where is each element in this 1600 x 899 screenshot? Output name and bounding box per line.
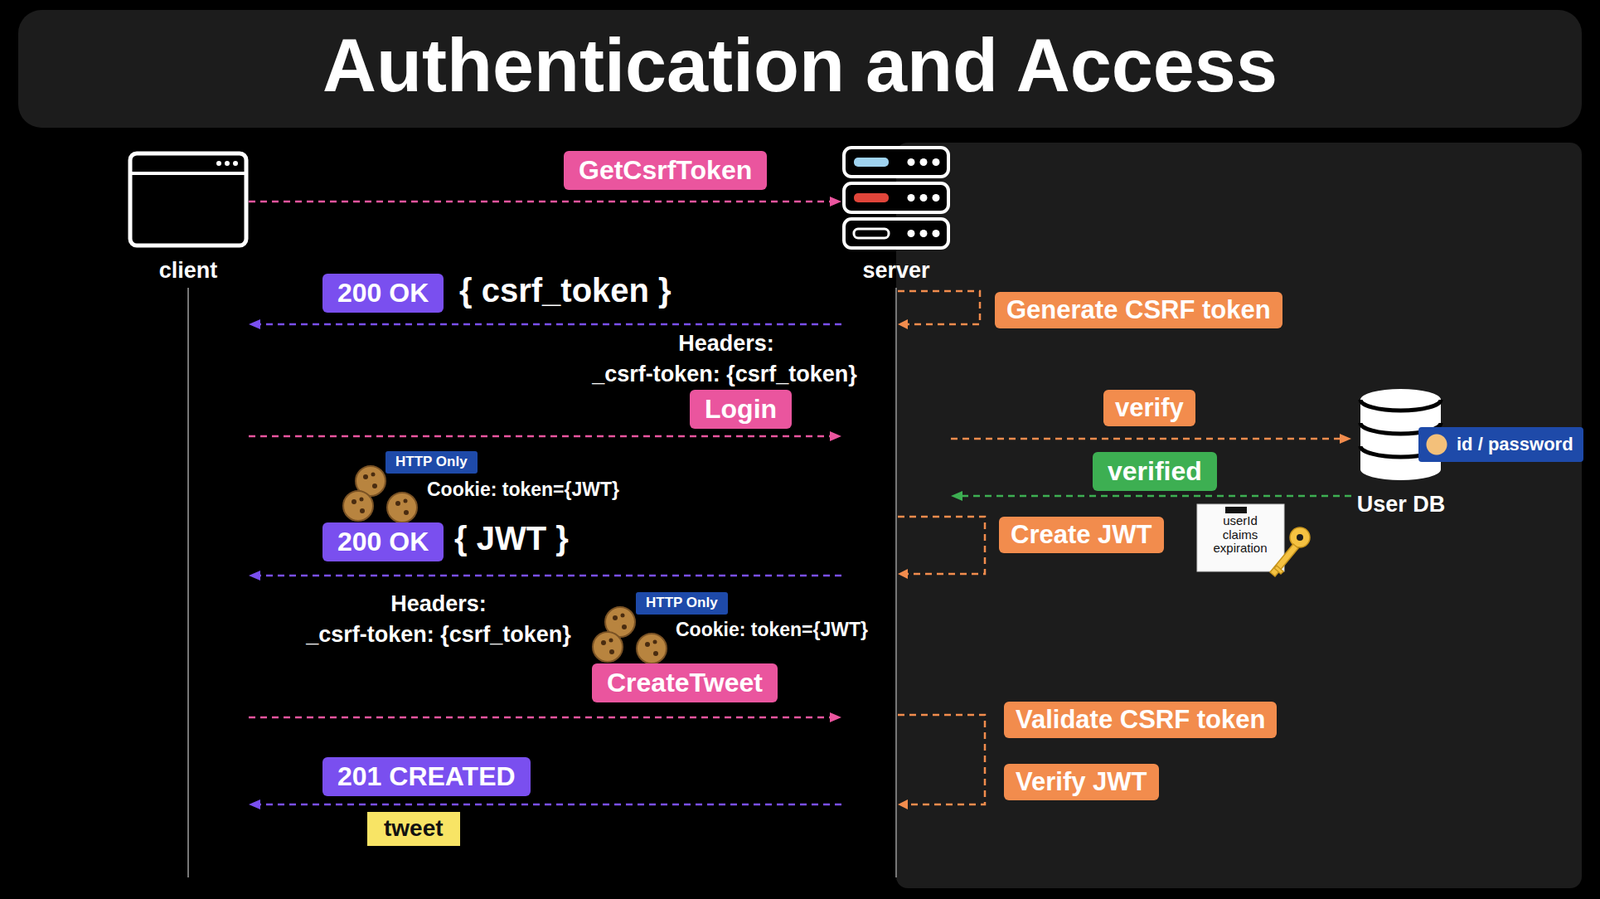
server-panel bbox=[896, 142, 1582, 888]
lifeline bbox=[187, 287, 190, 878]
message-line bbox=[258, 803, 842, 806]
message-arrow bbox=[950, 433, 1352, 444]
server-dot bbox=[920, 193, 928, 202]
arrow-head bbox=[248, 319, 261, 330]
server-node: server bbox=[841, 145, 951, 878]
http-only-badge: HTTP Only bbox=[385, 450, 478, 474]
arrow-head bbox=[248, 570, 261, 581]
arrow-head bbox=[950, 490, 963, 501]
message-line bbox=[248, 435, 832, 438]
server-dot bbox=[932, 229, 941, 238]
message-label: CreateTweet bbox=[591, 663, 778, 703]
http-only-badge: HTTP Only bbox=[635, 591, 728, 615]
message-label: Login bbox=[689, 389, 792, 429]
message-label: GetCsrfToken bbox=[563, 150, 767, 190]
header-text: _csrf-token: {csrf_token} bbox=[305, 622, 572, 648]
node-label: client bbox=[111, 258, 266, 284]
server-step: Validate CSRF token bbox=[1003, 701, 1277, 738]
server-dot bbox=[920, 229, 928, 238]
server-dot bbox=[907, 158, 916, 166]
message-arrow bbox=[248, 712, 842, 723]
node-label: server bbox=[824, 258, 968, 284]
server-dot bbox=[920, 158, 928, 166]
lifeline bbox=[895, 287, 897, 878]
server-bar bbox=[853, 228, 889, 238]
message-label: verified bbox=[1092, 451, 1217, 491]
title-bar bbox=[18, 9, 1582, 128]
server-unit bbox=[843, 147, 949, 177]
server-dot bbox=[932, 193, 941, 202]
message-label: 201 CREATED bbox=[322, 756, 531, 796]
server-step: Verify JWT bbox=[1003, 763, 1159, 800]
message-arrow bbox=[248, 570, 842, 581]
window-frame bbox=[130, 153, 247, 246]
diagram-title: Authentication and Access bbox=[322, 24, 1278, 107]
payload-text: { JWT } bbox=[454, 519, 569, 557]
key-icon bbox=[1270, 527, 1310, 577]
message-arrow bbox=[248, 799, 842, 810]
server-dot bbox=[907, 229, 916, 238]
server-icon bbox=[841, 145, 951, 878]
window-dot bbox=[216, 160, 222, 166]
arrow-head bbox=[1339, 433, 1352, 444]
message-label: 200 OK bbox=[322, 522, 444, 562]
jwt-paper bbox=[1197, 504, 1285, 572]
arrow-head bbox=[248, 799, 261, 810]
window-dot bbox=[232, 160, 238, 166]
window-dot bbox=[224, 160, 230, 166]
message-arrow bbox=[248, 196, 842, 207]
server-bar bbox=[853, 157, 889, 167]
self-brackets bbox=[897, 290, 985, 805]
server-dot bbox=[932, 158, 941, 166]
header-text: Headers: bbox=[390, 591, 487, 617]
server-unit bbox=[843, 218, 949, 248]
message-line bbox=[950, 437, 1342, 441]
message-label: 200 OK bbox=[322, 273, 444, 313]
message-arrow bbox=[950, 490, 1352, 501]
node-label: User DB bbox=[1334, 492, 1468, 518]
message-line bbox=[258, 323, 842, 326]
arrow-head bbox=[829, 712, 842, 723]
message-line bbox=[248, 716, 832, 719]
message-line bbox=[960, 494, 1352, 498]
arrow-head bbox=[829, 431, 842, 442]
server-step: Create JWT bbox=[998, 516, 1164, 553]
arrow-head bbox=[829, 196, 842, 207]
server-bar bbox=[853, 193, 889, 203]
message-line bbox=[248, 200, 832, 204]
message-arrow bbox=[248, 431, 842, 442]
response-body: tweet bbox=[367, 811, 461, 846]
message-line bbox=[258, 574, 842, 577]
client-node: client bbox=[127, 150, 249, 878]
server-dot bbox=[907, 193, 916, 202]
window-bar bbox=[130, 171, 247, 175]
db-ring bbox=[1360, 399, 1441, 411]
server-step: Generate CSRF token bbox=[994, 291, 1283, 329]
payload-text: { csrf_token } bbox=[459, 271, 672, 309]
message-label: verify bbox=[1103, 389, 1196, 427]
cookie-text: Cookie: token={JWT} bbox=[675, 619, 868, 640]
credential-badge: id / password bbox=[1418, 426, 1584, 462]
header-text: Headers: bbox=[678, 331, 775, 357]
header-text: _csrf-token: {csrf_token} bbox=[591, 362, 858, 388]
jwt-paper-text: userId claims expiration bbox=[1204, 513, 1276, 556]
cookie-text: Cookie: token={JWT} bbox=[426, 479, 620, 500]
bracket-heads bbox=[897, 319, 908, 810]
message-arrow bbox=[248, 319, 842, 330]
server-unit bbox=[843, 183, 949, 213]
